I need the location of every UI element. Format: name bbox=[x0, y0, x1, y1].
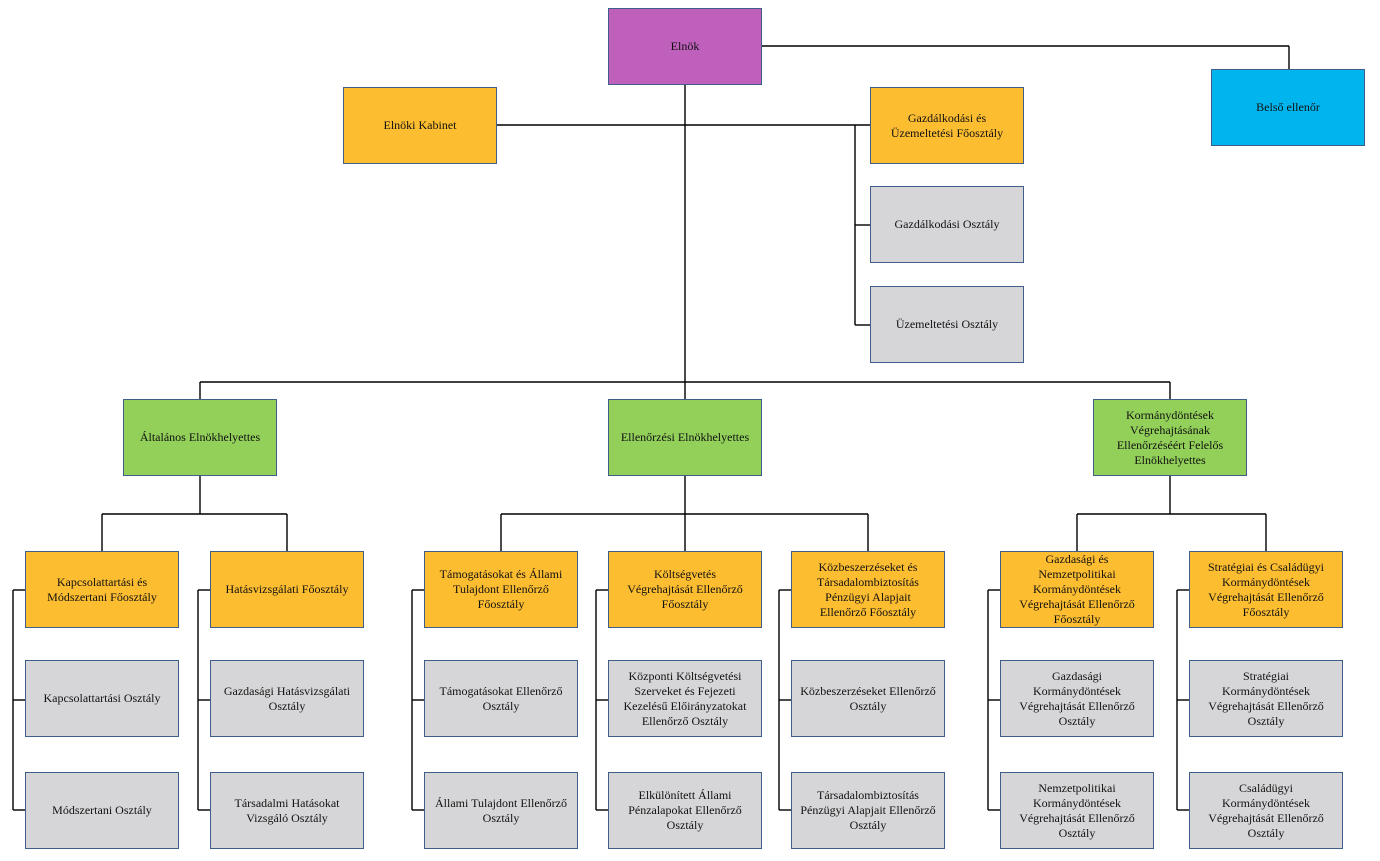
unit-box: Gazdasági Hatásvizsgálati Osztály bbox=[210, 660, 364, 737]
finance-department-box: Gazdálkodási és Üzemeltetési Főosztály bbox=[870, 87, 1024, 164]
internal-auditor-box: Belső ellenőr bbox=[1211, 69, 1365, 146]
unit-box: Gazdasági Kormánydöntések Végrehajtását … bbox=[1000, 660, 1154, 737]
finance-unit-box: Gazdálkodási Osztály bbox=[870, 186, 1024, 263]
operations-unit-box: Üzemeltetési Osztály bbox=[870, 286, 1024, 363]
unit-box: Elkülönített Állami Pénzalapokat Ellenőr… bbox=[608, 772, 762, 849]
unit-box: Állami Tulajdont Ellenőrző Osztály bbox=[424, 772, 578, 849]
unit-box: Társadalmi Hatásokat Vizsgáló Osztály bbox=[210, 772, 364, 849]
department-box: Kapcsolattartási és Módszertani Főosztál… bbox=[25, 551, 179, 628]
unit-box: Támogatásokat Ellenőrző Osztály bbox=[424, 660, 578, 737]
vice-president-box: Általános Elnökhelyettes bbox=[123, 399, 277, 476]
unit-box: Társadalombiztosítás Pénzügyi Alapjait E… bbox=[791, 772, 945, 849]
unit-box: Stratégiai Kormánydöntések Végrehajtását… bbox=[1189, 660, 1343, 737]
department-box: Költségvetés Végrehajtását Ellenőrző Főo… bbox=[608, 551, 762, 628]
unit-box: Módszertani Osztály bbox=[25, 772, 179, 849]
department-box: Gazdasági és Nemzetpolitikai Kormánydönt… bbox=[1000, 551, 1154, 628]
unit-box: Kapcsolattartási Osztály bbox=[25, 660, 179, 737]
department-box: Stratégiai és Családügyi Kormánydöntések… bbox=[1189, 551, 1343, 628]
president-box: Elnök bbox=[608, 8, 762, 85]
department-box: Hatásvizsgálati Főosztály bbox=[210, 551, 364, 628]
vice-president-box: Kormánydöntések Végrehajtásának Ellenőrz… bbox=[1093, 399, 1247, 476]
unit-box: Családügyi Kormánydöntések Végrehajtását… bbox=[1189, 772, 1343, 849]
unit-box: Közbeszerzéseket Ellenőrző Osztály bbox=[791, 660, 945, 737]
unit-box: Központi Költségvetési Szerveket és Feje… bbox=[608, 660, 762, 737]
department-box: Támogatásokat és Állami Tulajdont Ellenő… bbox=[424, 551, 578, 628]
cabinet-box: Elnöki Kabinet bbox=[343, 87, 497, 164]
department-box: Közbeszerzéseket és Társadalombiztosítás… bbox=[791, 551, 945, 628]
unit-box: Nemzetpolitikai Kormánydöntések Végrehaj… bbox=[1000, 772, 1154, 849]
vice-president-box: Ellenőrzési Elnökhelyettes bbox=[608, 399, 762, 476]
